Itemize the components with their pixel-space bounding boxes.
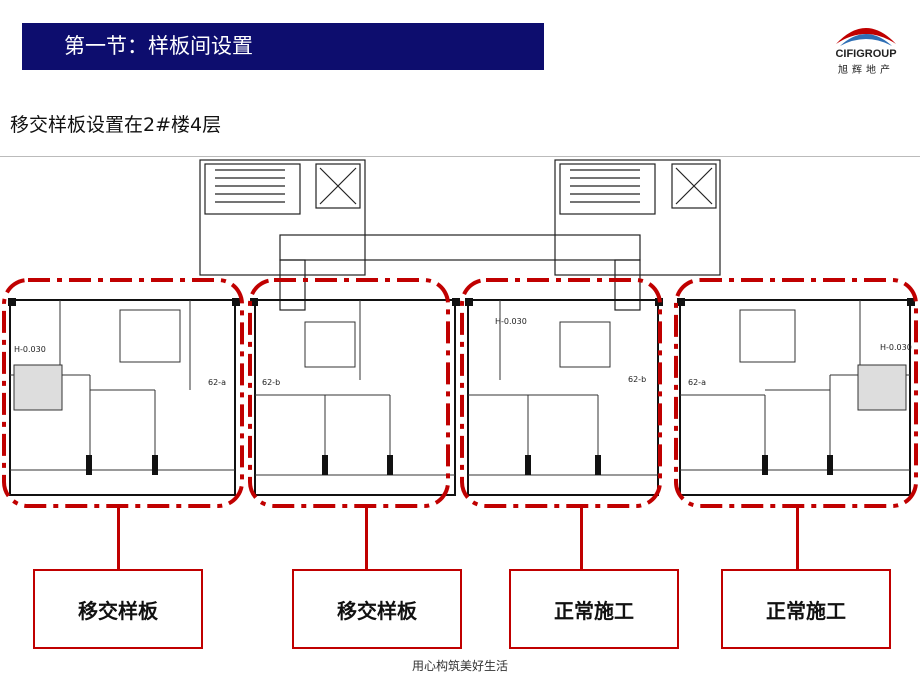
page-title: 第一节：样板间设置 (64, 34, 253, 58)
cifi-logo: CIFIGROUP 旭辉地产 (826, 14, 906, 76)
subtitle: 移交样板设置在2#楼4层 (10, 114, 222, 136)
elevator-left (315, 163, 361, 209)
highlight-zone-3 (460, 278, 662, 508)
logo-text-cn: 旭辉地产 (838, 65, 894, 76)
highlight-zone-2 (248, 278, 450, 508)
unit-label: 62-b (262, 378, 280, 387)
stair-left (204, 163, 301, 215)
stair-right (559, 163, 656, 215)
divider (0, 156, 920, 157)
unit-label: 62-a (688, 378, 706, 387)
title-bar: 第一节：样板间设置 (22, 23, 544, 70)
highlight-zone-1 (2, 278, 244, 508)
connector-line (580, 506, 583, 569)
label-box-1: 移交样板 (33, 569, 203, 649)
elevation-label: H-0.030 (495, 317, 527, 326)
connector-line (796, 506, 799, 569)
footer-slogan: 用心构筑美好生活 (411, 659, 508, 673)
floor-plan: 62-a 62-b 62-b 62-a H-0.030 H-0.030 H-0.… (2, 159, 918, 508)
elevation-label: H-0.030 (14, 345, 46, 354)
elevator-right (671, 163, 717, 209)
label-box-2: 移交样板 (292, 569, 462, 649)
connector-line (365, 506, 368, 569)
connector-line (117, 506, 120, 569)
elevation-label: H-0.030 (880, 343, 912, 352)
label-box-3: 正常施工 (509, 569, 679, 649)
logo-text-en: CIFIGROUP (835, 48, 897, 60)
label-box-4: 正常施工 (721, 569, 891, 649)
unit-label: 62-b (628, 375, 646, 384)
unit-label: 62-a (208, 378, 226, 387)
